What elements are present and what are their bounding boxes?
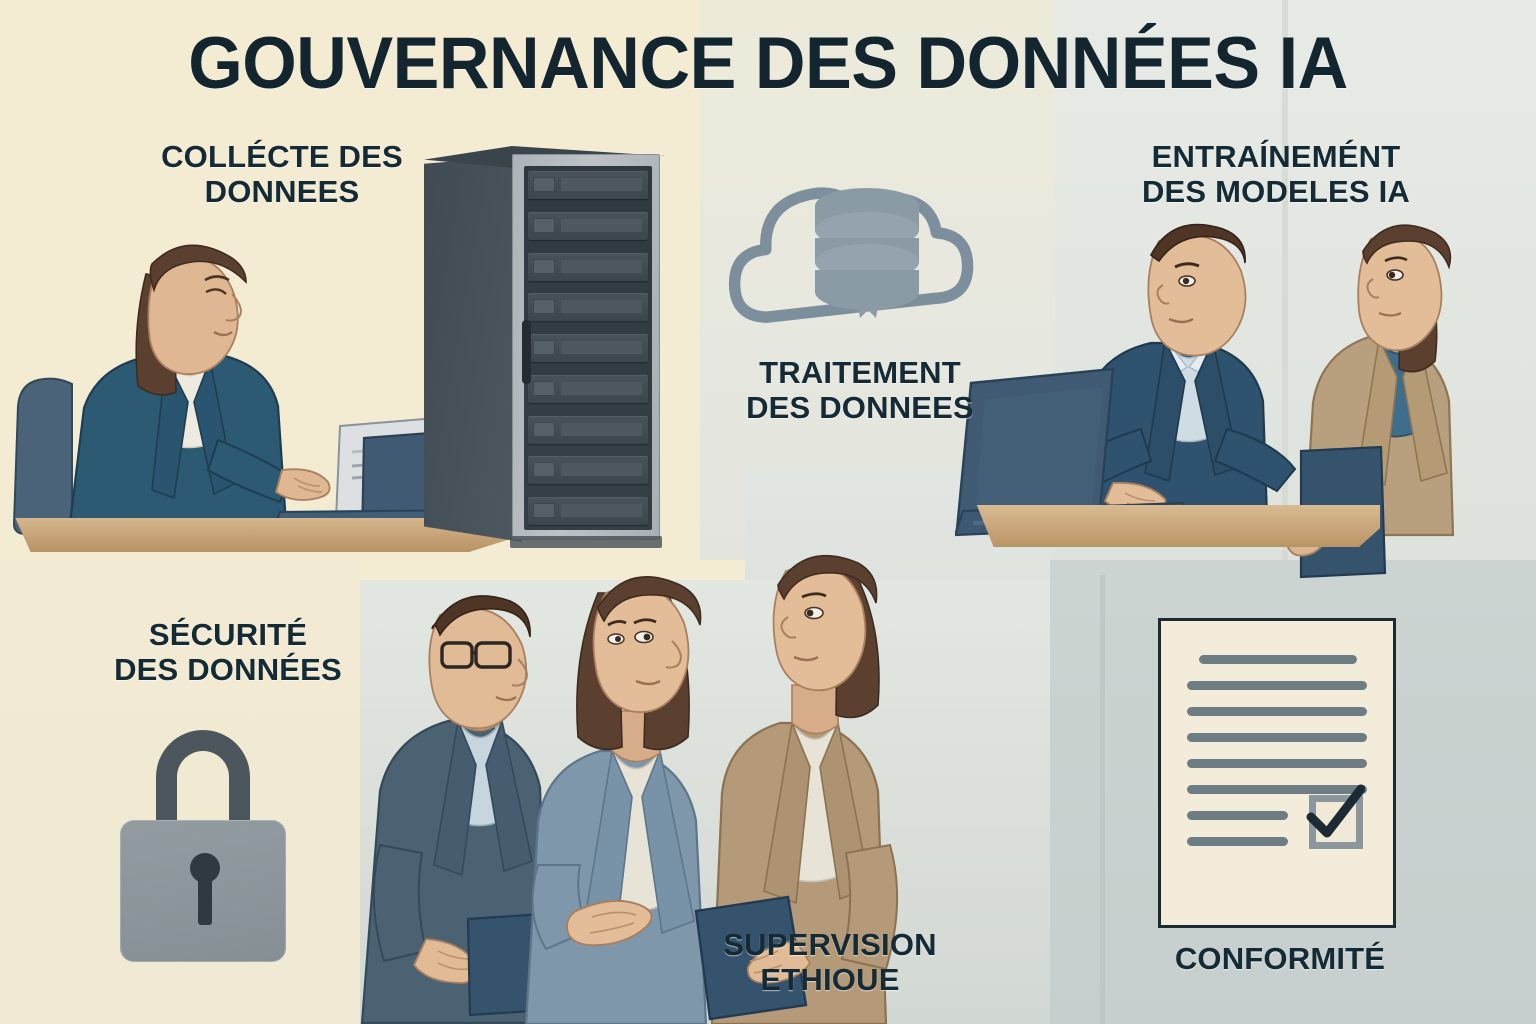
background-seam-right-lower	[1100, 575, 1105, 1024]
label-traitement-des-donnees: TRAITEMENT DES DONNEES	[746, 355, 974, 425]
three-people-discussing-illustration	[360, 554, 899, 1024]
document-checklist-icon	[1158, 618, 1396, 928]
server-blade	[528, 334, 648, 362]
server-blade	[528, 415, 648, 444]
document-text-line-short	[1187, 837, 1288, 846]
woman-at-laptop-illustration	[12, 244, 470, 544]
document-text-line	[1187, 785, 1367, 794]
page-title: GOUVERNANCE DES DONNÉES IA	[188, 23, 1348, 104]
label-securite-des-donnees: SÉCURITÉ DES DONNÉES	[114, 617, 342, 687]
document-text-line	[1187, 733, 1367, 742]
label-collecte-des-donnees: COLLÉCTE DES DONNEES	[161, 139, 403, 209]
cloud-database-icon	[728, 187, 974, 323]
server-rack-illustration	[424, 142, 664, 548]
padlock-shackle	[156, 730, 250, 840]
server-blade	[528, 171, 648, 199]
document-text-line-short	[1187, 811, 1288, 820]
database-cylinder	[815, 188, 919, 318]
server-rack-blades	[524, 166, 652, 530]
document-text-line	[1187, 759, 1367, 768]
server-rack-base	[510, 536, 662, 548]
document-text-line	[1199, 655, 1357, 664]
server-blade	[528, 497, 648, 525]
background-seam-right	[1282, 0, 1288, 560]
padlock-body	[120, 820, 286, 962]
padlock-icon	[118, 730, 288, 970]
label-entrainement-des-modeles-ia: ENTRAÍNEMÉNT DES MODELES IA	[1141, 139, 1411, 209]
checkmark-icon	[1306, 784, 1365, 838]
server-blade	[528, 252, 648, 281]
server-blade	[528, 293, 648, 322]
desk-right	[976, 505, 1380, 547]
server-blade	[528, 374, 648, 403]
padlock-keyhole	[190, 853, 220, 925]
server-blade	[528, 456, 648, 485]
server-blade	[528, 211, 648, 240]
document-text-line	[1187, 681, 1367, 690]
server-rack-side	[424, 156, 522, 542]
two-people-at-laptop-illustration	[955, 223, 1455, 579]
label-supervision-ethique: SUPERVISION ETHIOUE	[723, 927, 937, 997]
document-text-line	[1187, 707, 1367, 716]
document-signature-row	[1187, 784, 1367, 869]
server-rack-front-panel	[512, 154, 660, 540]
server-rack-handle	[522, 320, 531, 384]
label-conformite: CONFORMITÉ	[1174, 941, 1386, 976]
